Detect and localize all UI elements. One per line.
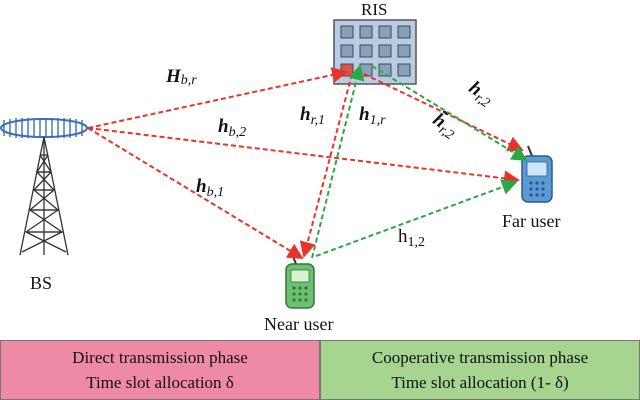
channel-label-h-b1: hb,1	[196, 176, 224, 200]
link-ris-near-user	[299, 73, 353, 258]
direct-phase-title: Direct transmission phase	[72, 348, 248, 367]
near-user-label: Near user	[264, 314, 333, 334]
base-station-tower-icon	[0, 118, 88, 256]
channel-label-h-r2: hr,2	[463, 77, 497, 111]
cooperative-phase-allocation: Time slot allocation (1- δ)	[391, 373, 569, 392]
cooperative-transmission-phase-box: Cooperative transmission phase Time slot…	[320, 340, 640, 400]
ris-label: RIS	[361, 0, 387, 19]
link-ris-far-user-coop	[371, 65, 528, 162]
channel-label-h-b2: hb,2	[218, 116, 246, 140]
channel-label-h-r1: hr,1	[300, 104, 325, 128]
near-user-phone-icon	[285, 253, 315, 309]
link-near-user-far-user	[315, 179, 518, 257]
bs-label: BS	[30, 273, 52, 293]
ris-panel-icon	[333, 19, 417, 85]
channel-label-h-1r: h1,r	[359, 104, 386, 128]
channel-label-H-br: Hb,r	[165, 66, 197, 88]
direct-phase-allocation: Time slot allocation δ	[86, 373, 234, 392]
channel-label-h-12: h1,2	[398, 226, 425, 250]
link-bs-ris	[87, 67, 348, 129]
cooperative-phase-title: Cooperative transmission phase	[371, 348, 589, 367]
link-bs-near-user	[87, 127, 304, 260]
link-bs-far-user	[87, 127, 520, 187]
direct-transmission-phase-box: Direct transmission phase Time slot allo…	[0, 340, 320, 400]
channel-label-h-r2-tilde: h̃r,2	[427, 108, 462, 143]
far-user-phone-icon	[521, 145, 553, 203]
link-ris-far-user	[363, 73, 524, 152]
far-user-label: Far user	[502, 211, 560, 231]
link-near-user-ris	[311, 64, 365, 259]
